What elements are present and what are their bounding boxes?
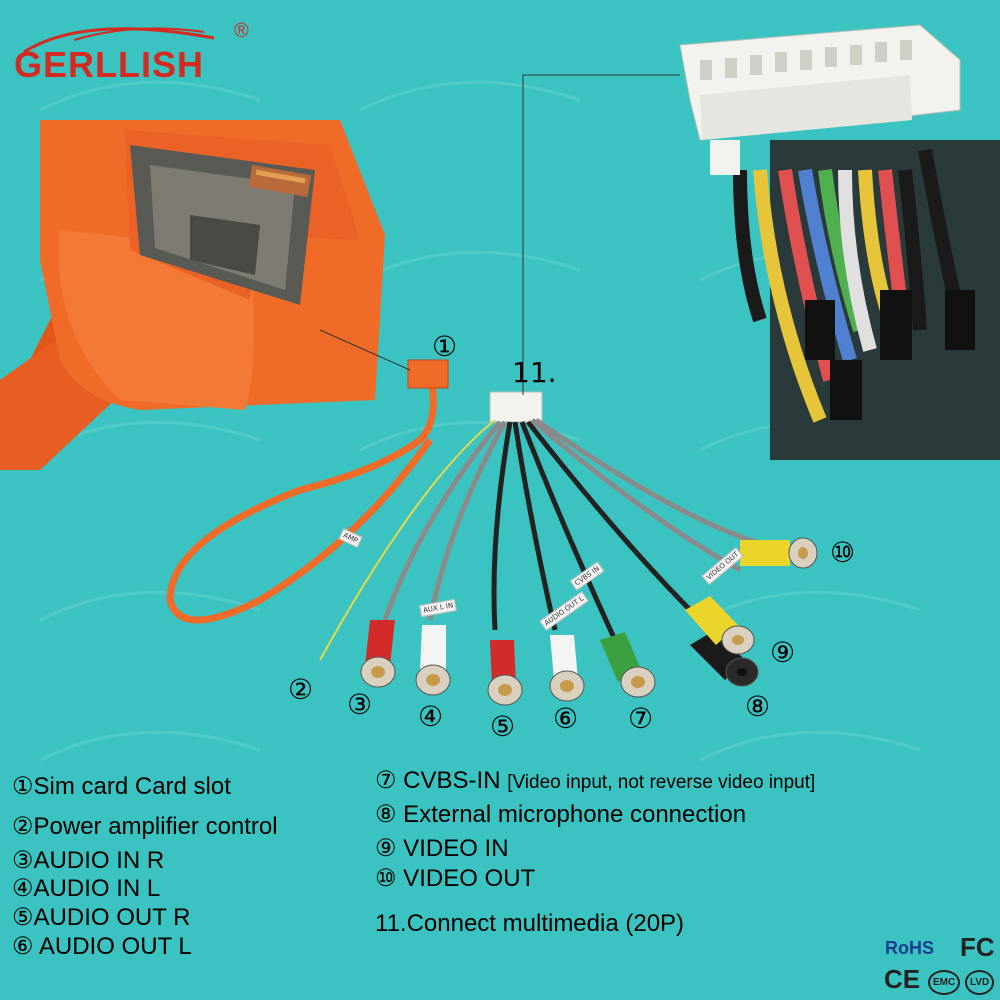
- legend-item-5: ⑤AUDIO OUT R: [12, 904, 191, 931]
- sim-cable: [166, 329, 449, 624]
- callout-8: ⑧: [745, 690, 771, 723]
- rca-plug-video-in: [685, 596, 755, 655]
- callout-5: ⑤: [490, 710, 516, 743]
- rca-plug-audio-out-r: [487, 640, 523, 706]
- rca-plug-audio-in-r: [360, 620, 396, 688]
- callout-10: ⑩: [830, 536, 856, 569]
- legend-item-8: ⑧ External microphone connection: [375, 801, 747, 828]
- callout-7: ⑦: [628, 702, 654, 735]
- callout-9: ⑨: [770, 636, 796, 669]
- fc-mark: FC: [960, 932, 995, 962]
- brand-name: GERLLISH: [14, 44, 205, 85]
- registered-mark: ®: [234, 20, 249, 42]
- rca-plug-audio-out-l: [549, 635, 585, 702]
- rca-plug-video-out: [740, 537, 818, 569]
- legend-item-9: ⑨ VIDEO IN: [375, 835, 509, 862]
- callout-6: ⑥: [553, 702, 579, 735]
- legend-item-11: 11.Connect multimedia (20P): [375, 910, 685, 937]
- callout-3: ③: [347, 688, 373, 721]
- rca-plug-cvbs-in: [600, 632, 656, 698]
- callout-2: ②: [288, 673, 314, 706]
- ce-mark: CE: [884, 964, 921, 994]
- legend-item-6: ⑥ AUDIO OUT L: [12, 933, 192, 960]
- legend-item-7-main: ⑦ CVBS-IN: [375, 767, 501, 794]
- rohs-mark: RoHS: [885, 938, 934, 958]
- brand-logo: GERLLISH ®: [14, 18, 254, 88]
- legend-item-7: ⑦ CVBS-IN [Video input, not reverse vide…: [375, 766, 815, 795]
- lvd-mark: LVD: [965, 970, 995, 995]
- legend-item-7-note: [Video input, not reverse video input]: [507, 772, 816, 793]
- legend-item-4: ④AUDIO IN L: [12, 875, 161, 902]
- legend-item-2: ②Power amplifier control: [12, 813, 278, 840]
- wire-bundle: [319, 417, 766, 661]
- legend-item-1: ①Sim card Card slot: [12, 773, 231, 800]
- emc-mark: EMC: [928, 970, 961, 995]
- callout-4: ④: [418, 700, 444, 733]
- legend-item-3: ③AUDIO IN R: [12, 847, 165, 874]
- microphone-jack: [690, 630, 759, 687]
- callout-11: 11.: [512, 356, 557, 389]
- callout-1: ①: [432, 330, 458, 363]
- multimedia-connector-zoom: [679, 24, 1000, 460]
- logo-swoosh-icon: [23, 27, 215, 54]
- rca-plug-audio-in-l: [415, 625, 451, 696]
- multimedia-connector-small: [489, 74, 680, 423]
- sim-card-slot-housing: [0, 120, 385, 470]
- legend-item-10: ⑩ VIDEO OUT: [375, 865, 536, 892]
